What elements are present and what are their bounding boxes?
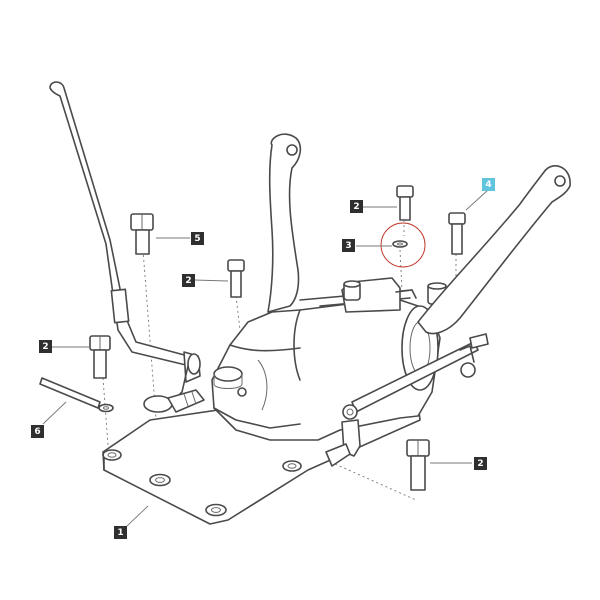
bolt-part-2-top bbox=[396, 185, 414, 221]
washer-part-3 bbox=[380, 222, 426, 268]
callout-part-2-mid[interactable]: 2 bbox=[182, 274, 195, 287]
callout-part-3[interactable]: 3 bbox=[342, 239, 355, 252]
left-lift-arm bbox=[267, 133, 302, 313]
callout-part-1[interactable]: 1 bbox=[114, 526, 127, 539]
callout-part-2-top[interactable]: 2 bbox=[350, 200, 363, 213]
lift-housing bbox=[211, 277, 447, 441]
bolt-part-5 bbox=[130, 213, 154, 255]
control-lever bbox=[49, 81, 201, 399]
callout-part-6[interactable]: 6 bbox=[31, 425, 44, 438]
highlight-circle bbox=[380, 222, 426, 268]
bolt-part-2-left bbox=[89, 335, 111, 379]
callout-part-4[interactable]: 4 bbox=[482, 178, 495, 191]
bolt-part-2-mid bbox=[227, 259, 245, 298]
bolt-part-4 bbox=[448, 212, 466, 255]
assembly-guide-lines bbox=[102, 220, 457, 501]
bolt-part-2-right bbox=[406, 439, 430, 491]
strap-part-6 bbox=[39, 377, 114, 413]
right-lift-arm bbox=[417, 165, 571, 335]
leader-lines bbox=[42, 189, 489, 528]
linkage-rod bbox=[325, 333, 489, 467]
callout-part-2-left[interactable]: 2 bbox=[39, 340, 52, 353]
callout-part-5[interactable]: 5 bbox=[191, 232, 204, 245]
callout-part-2-right[interactable]: 2 bbox=[474, 457, 487, 470]
ball-joint bbox=[143, 389, 205, 413]
